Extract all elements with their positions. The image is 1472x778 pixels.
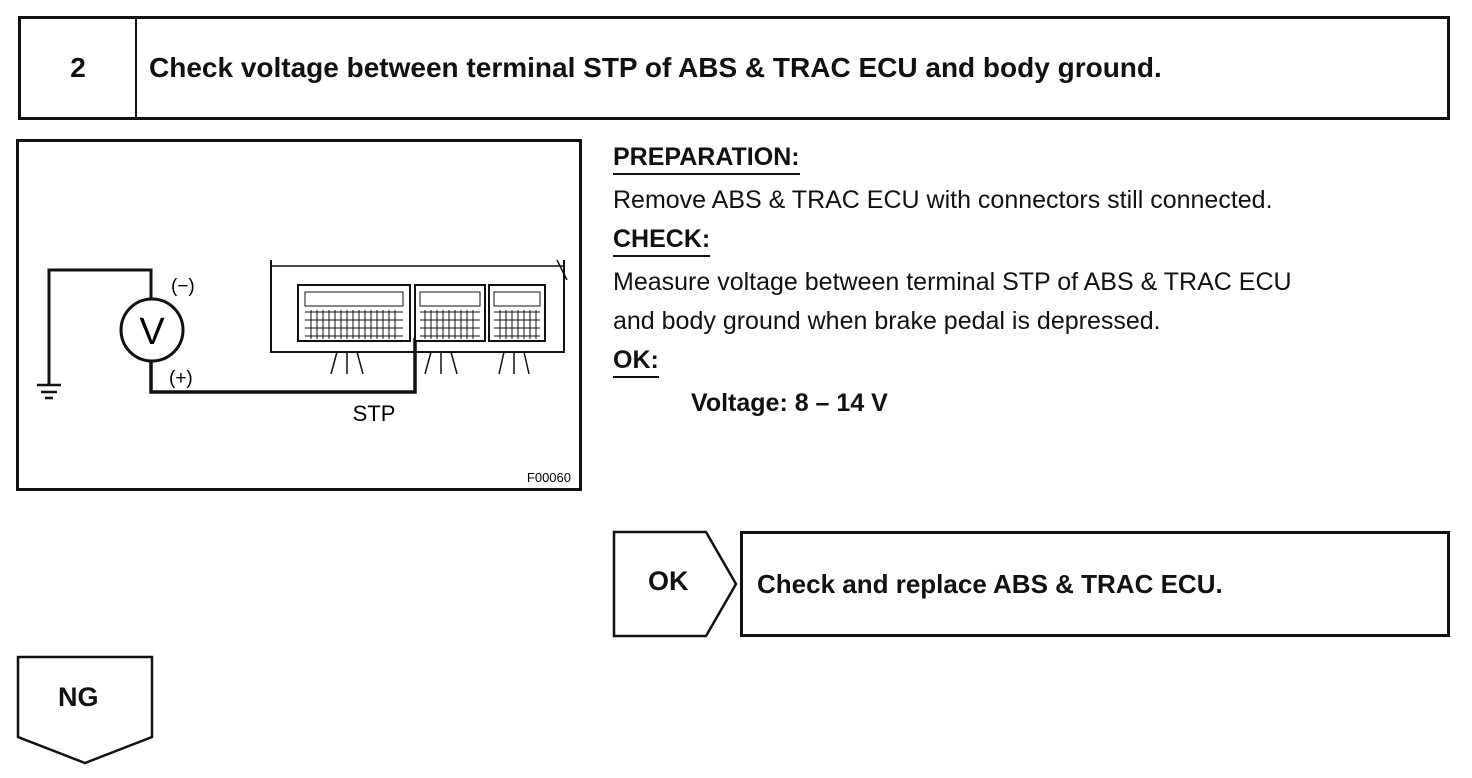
- ok-voltage-spec: Voltage: 8 – 14 V: [691, 389, 888, 417]
- ground-icon: [37, 383, 61, 400]
- step-number: 2: [21, 19, 137, 117]
- ok-arrow-icon: [612, 530, 738, 638]
- step-header: 2 Check voltage between terminal STP of …: [18, 16, 1450, 120]
- voltmeter-icon: V: [119, 297, 185, 363]
- ok-action-text: Check and replace ABS & TRAC ECU.: [757, 568, 1223, 599]
- ng-label: NG: [58, 682, 99, 712]
- stp-terminal-label: STP: [353, 401, 396, 426]
- ok-result-tag: OK: [612, 530, 738, 638]
- ground-wire: [47, 268, 153, 384]
- wiring-diagram: V (−) (+) STP: [37, 259, 571, 485]
- voltmeter-symbol: V: [139, 311, 165, 353]
- check-text-line1: Measure voltage between terminal STP of …: [613, 268, 1292, 296]
- figure-code: F00060: [527, 470, 571, 485]
- check-heading: CHECK:: [613, 224, 711, 257]
- preparation-heading: PREPARATION:: [613, 142, 800, 175]
- negative-probe-label: (−): [171, 276, 195, 297]
- ok-label: OK: [648, 566, 689, 596]
- check-text-line2: and body ground when brake pedal is depr…: [613, 307, 1161, 335]
- wiring-figure: V (−) (+) STP: [16, 139, 582, 491]
- preparation-text: Remove ABS & TRAC ECU with connectors st…: [613, 186, 1273, 214]
- step-title: Check voltage between terminal STP of AB…: [149, 52, 1162, 83]
- stp-probe-wire: [149, 338, 417, 394]
- ok-action-box: Check and replace ABS & TRAC ECU.: [740, 531, 1450, 637]
- positive-probe-label: (+): [169, 368, 193, 389]
- instructions: PREPARATION: Remove ABS & TRAC ECU with …: [613, 138, 1463, 423]
- ok-heading: OK:: [613, 345, 659, 378]
- ng-arrow-icon: [16, 655, 154, 765]
- ng-result-tag: NG: [16, 655, 154, 765]
- ecu-connector-icon: [270, 259, 568, 375]
